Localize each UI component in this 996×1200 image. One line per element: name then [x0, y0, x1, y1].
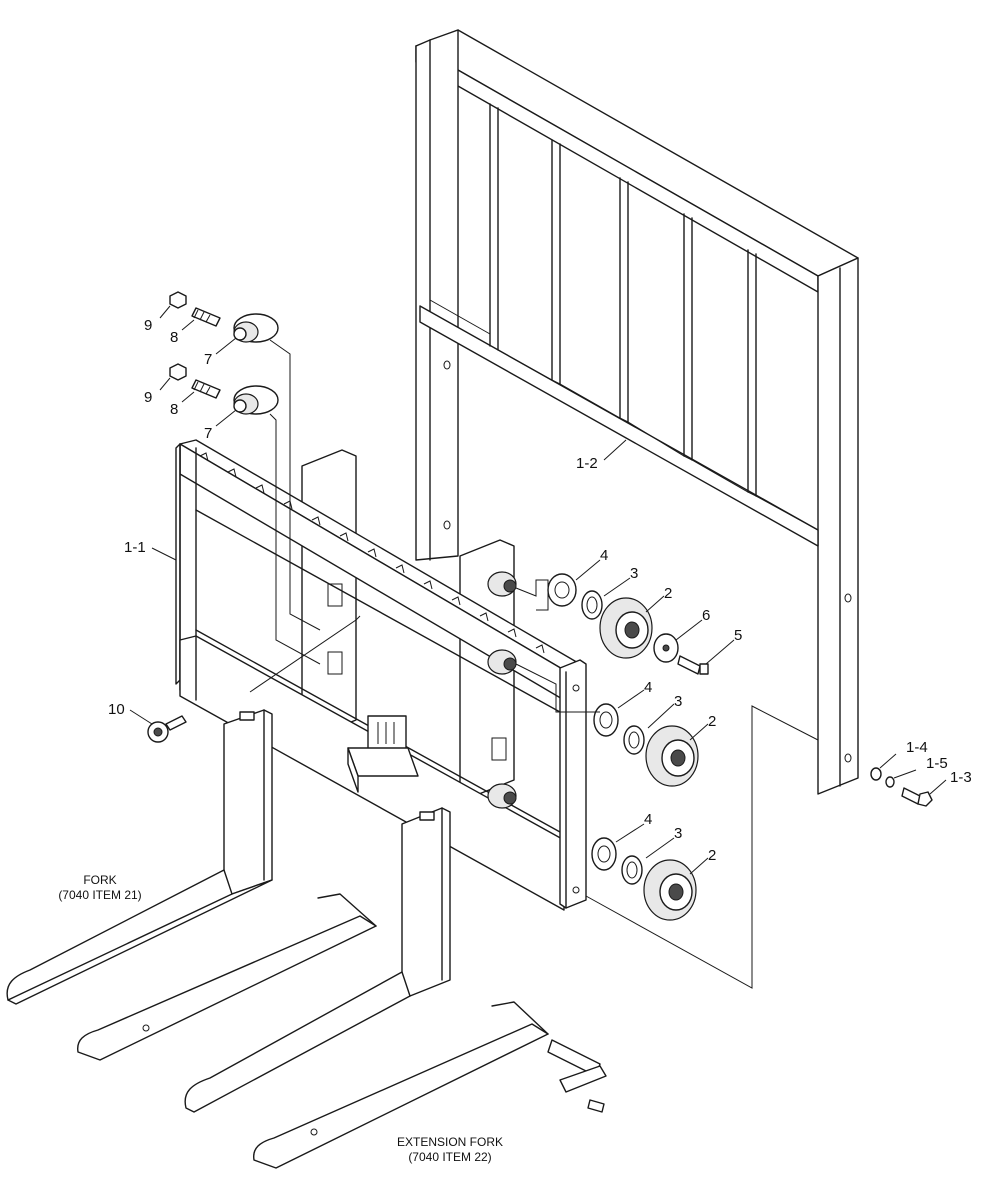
- hook-parts-lower: [169, 363, 321, 665]
- fork-caption-title: FORK: [83, 873, 116, 887]
- captions: FORK (7040 ITEM 21) EXTENSION FORK (7040…: [58, 873, 503, 1164]
- callout-2-upper: 2: [664, 585, 672, 602]
- callout-3-lower: 3: [674, 825, 682, 842]
- hook-parts-upper: [169, 291, 321, 631]
- roller-set-middle: [593, 703, 699, 787]
- extension-fork-caption-title: EXTENSION FORK: [397, 1135, 503, 1149]
- extension-fork-caption-ref: (7040 ITEM 22): [408, 1150, 491, 1164]
- callout-3-middle: 3: [674, 693, 682, 710]
- callout-7-upper: 7: [204, 351, 212, 368]
- callout-8-upper: 8: [170, 329, 178, 346]
- callout-1-4: 1-4: [906, 739, 928, 756]
- callout-2-lower: 2: [708, 847, 716, 864]
- extension-fork-right: [253, 1001, 607, 1169]
- callout-1-3: 1-3: [950, 769, 972, 786]
- callout-9-lower: 9: [144, 389, 152, 406]
- callout-1-5: 1-5: [926, 755, 948, 772]
- callout-1-1: 1-1: [124, 539, 146, 556]
- roller-set-lower: [591, 837, 697, 921]
- callout-4-lower: 4: [644, 811, 652, 828]
- carriage-notches: [199, 452, 545, 654]
- carriage-bolt: [147, 715, 187, 743]
- callout-6: 6: [702, 607, 710, 624]
- extension-fork-left: [77, 893, 377, 1061]
- backrest-bolt-set: [870, 767, 933, 807]
- callout-9-upper: 9: [144, 317, 152, 334]
- callout-labels: 9 8 7 9 8 7 1-1 1-2 10 4 3 2 6 5 4 3 2 4…: [108, 317, 972, 864]
- callout-1-2: 1-2: [576, 455, 598, 472]
- callout-leaders: [129, 305, 947, 875]
- callout-2-middle: 2: [708, 713, 716, 730]
- callout-4-middle: 4: [644, 679, 652, 696]
- callout-7-lower: 7: [204, 425, 212, 442]
- callout-3-upper: 3: [630, 565, 638, 582]
- callout-5: 5: [734, 627, 742, 644]
- callout-8-lower: 8: [170, 401, 178, 418]
- backrest-bars: [429, 103, 819, 531]
- callout-4-upper: 4: [600, 547, 608, 564]
- callout-10: 10: [108, 701, 125, 718]
- fork-left: [6, 709, 273, 1005]
- fork-right: [184, 807, 451, 1113]
- fork-caption-ref: (7040 ITEM 21): [58, 888, 141, 902]
- roller-set-upper: [515, 573, 709, 675]
- load-backrest: [415, 29, 859, 795]
